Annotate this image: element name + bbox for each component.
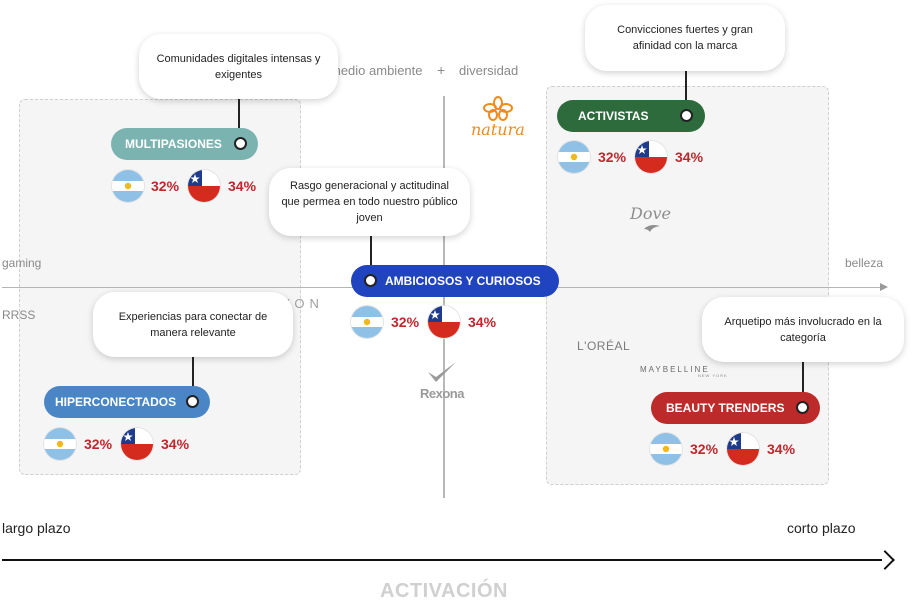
dove-wordmark: Dove [630,204,671,223]
argentina-flag-icon [44,428,76,460]
multipasiones-ar-pct: 32% [151,178,180,194]
rexona-wordmark: Rexona [420,386,464,401]
axis-label-gaming: gaming [2,256,42,270]
ambiciosos-note: Rasgo generacional y actitudinal que per… [269,168,470,236]
multipasiones-label: MULTIPASIONES [125,137,222,151]
dove-bird-icon [644,225,660,232]
multipasiones-connector [238,99,240,144]
activistas-dot-icon [680,109,693,122]
ambiciosos-connector [370,236,372,281]
horizontal-axis-arrow-icon [880,283,888,291]
hiperconectados-ar-pct: 32% [84,436,113,452]
ambiciosos-dot-icon [364,274,377,287]
loreal-logo: L'ORÉAL [577,339,631,353]
chile-flag-icon [635,141,667,173]
activistas-cl-pct: 34% [675,149,704,165]
ambiciosos-note-text: Rasgo generacional y actitudinal que per… [281,180,458,224]
vertical-axis [443,96,445,498]
axis-label-rrss: RRSS [2,308,36,322]
diagram-title: ACTIVACIÓN [380,580,508,602]
activistas-note: Convicciones fuertes y gran afinidad con… [585,5,785,71]
argentina-flag-icon [351,306,383,338]
right-zone [546,86,829,485]
natura-wordmark: natura [471,120,525,139]
beauty-trenders-connector [802,362,804,408]
hiperconectados-cl-pct: 34% [161,436,190,452]
activistas-ar-pct: 32% [598,149,627,165]
multipasiones-note-text: Comunidades digitales intensas y exigent… [156,52,321,81]
beauty-trenders-label: BEAUTY TRENDERS [666,401,785,415]
hiperconectados-label: HIPERCONECTADOS [55,395,177,409]
beauty-trenders-ar-pct: 32% [690,441,719,457]
rexona-logo: Rexona [418,360,470,404]
axis-label-largo-plazo: largo plazo [2,520,71,536]
maybelline-subtitle: NEW YORK [698,373,728,378]
chile-flag-icon [121,428,153,460]
multipasiones-note: Comunidades digitales intensas y exigent… [139,34,338,99]
axis-label-diversidad: diversidad [459,63,519,78]
activistas-connector [685,71,687,115]
activistas-label: ACTIVISTAS [578,109,649,123]
chile-flag-icon [727,433,759,465]
axis-label-plus: + [437,62,446,78]
time-axis-arrow-icon [875,550,895,570]
multipasiones-dot-icon [234,137,247,150]
hiperconectados-pill[interactable]: HIPERCONECTADOS [44,386,210,418]
hiperconectados-connector [192,357,194,403]
activistas-pill[interactable]: ACTIVISTAS [557,100,705,132]
natura-flower-icon [483,96,513,121]
argentina-flag-icon [112,170,144,202]
chile-flag-icon [428,306,460,338]
ambiciosos-cl-pct: 34% [468,314,497,330]
dove-logo: Dove [628,204,678,234]
beauty-trenders-note: Arquetipo más involucrado en la categorí… [702,297,904,362]
axis-label-belleza: belleza [845,256,884,270]
beauty-trenders-dot-icon [796,401,809,414]
multipasiones-pill[interactable]: MULTIPASIONES [111,128,258,160]
beauty-trenders-cl-pct: 34% [767,441,796,457]
axis-label-corto-plazo: corto plazo [787,520,856,536]
maybelline-wordmark: MAYBELLINE [640,365,710,374]
beauty-trenders-pill[interactable]: BEAUTY TRENDERS [651,392,820,424]
ambiciosos-ar-pct: 32% [391,314,420,330]
argentina-flag-icon [558,141,590,173]
axis-label-medio-ambiente: medio ambiente [330,63,423,78]
multipasiones-cl-pct: 34% [228,178,257,194]
hiperconectados-note: Experiencias para conectar de manera rel… [93,292,293,357]
maybelline-logo: MAYBELLINE NEW YORK [640,365,732,379]
hiperconectados-dot-icon [186,395,199,408]
hiperconectados-note-text: Experiencias para conectar de manera rel… [118,310,268,339]
chile-flag-icon [188,170,220,202]
rexona-check-icon [428,362,456,382]
ambiciosos-pill[interactable]: AMBICIOSOS Y CURIOSOS [351,265,559,297]
activistas-note-text: Convicciones fuertes y gran afinidad con… [617,24,753,52]
time-axis [2,559,882,561]
natura-logo: natura [468,96,528,140]
ambiciosos-label: AMBICIOSOS Y CURIOSOS [385,274,541,288]
beauty-trenders-note-text: Arquetipo más involucrado en la categorí… [724,315,882,344]
argentina-flag-icon [650,433,682,465]
